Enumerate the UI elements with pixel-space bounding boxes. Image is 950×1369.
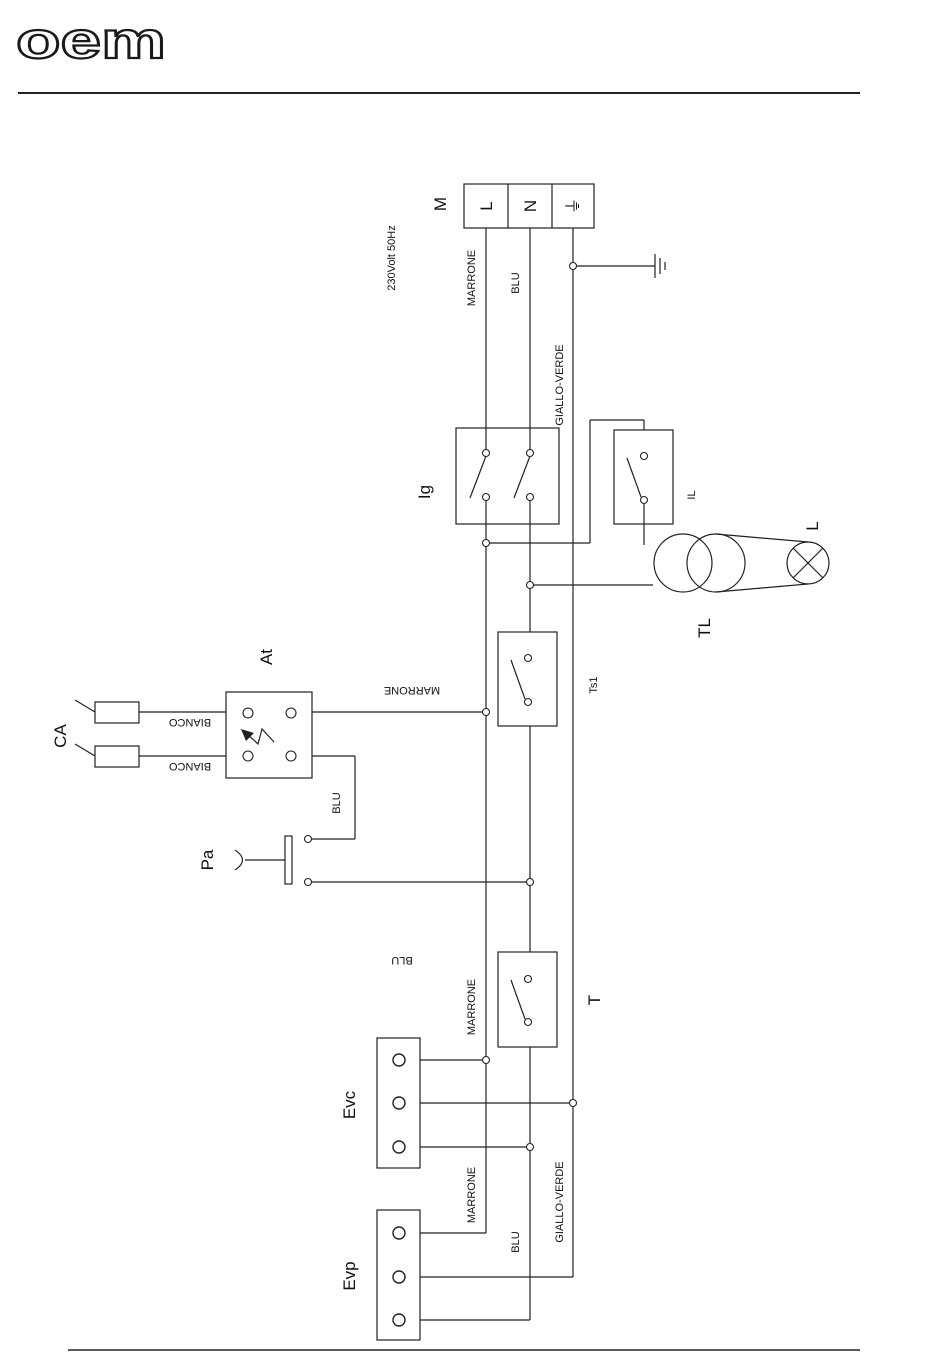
- spark-plugs-ca: BIANCO BIANCO CA: [51, 700, 226, 772]
- wire-label-blu-top: BLU: [510, 272, 522, 293]
- transformer-primary: [654, 534, 712, 592]
- valve-evc: Evc: [340, 1038, 577, 1168]
- thermostat-ts1: Ts1: [498, 632, 600, 726]
- thermostat-t: T MARRONE: [466, 952, 604, 1047]
- supply-title: M: [431, 197, 450, 211]
- label-pa: Pa: [198, 849, 217, 870]
- main-switch-ig: Ig: [415, 428, 559, 524]
- label-evc: Evc: [340, 1090, 359, 1119]
- label-ts1: Ts1: [588, 676, 600, 693]
- wire-label-bianco-1: BIANCO: [168, 716, 211, 728]
- label-il: IL: [686, 490, 698, 499]
- terminal-l: L: [477, 201, 496, 210]
- label-ig: Ig: [415, 485, 434, 499]
- terminal-n: N: [521, 200, 540, 212]
- valve-evp: Evp: [340, 1210, 573, 1340]
- push-button-pa: Pa: [198, 836, 534, 886]
- supply-terminal-block: L N ⏚ M 230Volt 50Hz: [386, 184, 594, 291]
- supply-voltage: 230Volt 50Hz: [386, 225, 398, 290]
- ignition-at: At MARRONE BLU: [226, 649, 490, 839]
- wire-label-giallo-verde-bottom: GIALLO-VERDE: [554, 1161, 566, 1242]
- oem-logo: oem: [16, 12, 166, 70]
- wire-label-blu-mid: BLU: [391, 954, 412, 966]
- label-l: L: [803, 521, 822, 530]
- logo-text: oem: [16, 12, 166, 70]
- wire-label-blu-bottom: BLU: [510, 1231, 522, 1252]
- terminal-earth: ⏚: [564, 198, 583, 215]
- label-t: T: [585, 995, 604, 1005]
- wire-label-blu-at: BLU: [331, 792, 343, 813]
- earth-symbol: [570, 254, 666, 278]
- wire-label-marrone-mid: MARRONE: [466, 979, 478, 1035]
- wire-label-marrone-at: MARRONE: [384, 684, 440, 696]
- label-tl: TL: [695, 618, 714, 638]
- wire-label-marrone-bottom: MARRONE: [466, 1167, 478, 1223]
- wire-label-bianco-2: BIANCO: [168, 760, 211, 772]
- label-ca: CA: [51, 724, 70, 748]
- wire-label-marrone-top: MARRONE: [466, 250, 478, 306]
- wire-label-giallo-verde-top: GIALLO-VERDE: [554, 344, 566, 425]
- label-at: At: [257, 649, 276, 665]
- label-evp: Evp: [340, 1261, 359, 1290]
- transformer-secondary: [687, 534, 745, 592]
